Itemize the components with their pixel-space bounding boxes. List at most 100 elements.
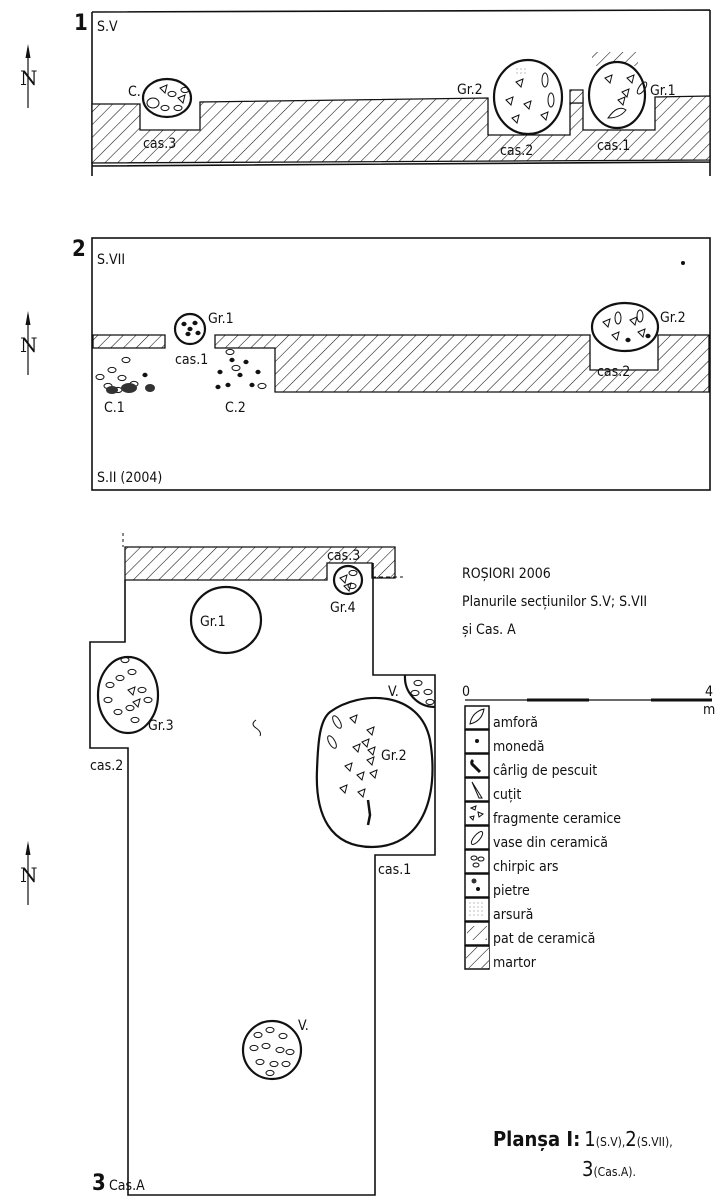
pit-gr4 [332, 564, 364, 596]
feature-c-hearth [141, 77, 193, 119]
pit-gr1 [587, 52, 648, 130]
coin-find [681, 261, 685, 265]
svg-text:C.2: C.2 [225, 400, 246, 416]
hearth-c2 [215, 348, 267, 390]
svg-text:0: 0 [462, 684, 470, 700]
svg-text:cas.2: cas.2 [90, 758, 123, 774]
svg-text:cas.2: cas.2 [500, 143, 533, 159]
svg-text:N: N [20, 863, 38, 887]
site-info: ROȘIORI 2006 Planurile secțiunilor S.V; … [462, 566, 647, 638]
ceramic-bed [592, 52, 638, 66]
svg-text:Gr.2: Gr.2 [660, 310, 686, 326]
svg-text:Planurile secțiunilor S.V; S: Planurile secțiunilor S.V; S.VII [462, 594, 647, 610]
ceramic-vessels-icon [464, 825, 490, 850]
svg-text:3(Cas.A).: 3(Cas.A). [582, 1157, 636, 1181]
svg-text:C.: C. [128, 84, 141, 100]
legend-item: cârlig de pescuit [464, 753, 597, 779]
house-outline [89, 563, 436, 1196]
svg-text:Planșa I:1(S.V),2(S.VII),: Planșa I:1(S.V),2(S.VII), [493, 1127, 673, 1151]
panel-3-cas-a: cas.3 Gr.4 Gr.1 Gr.3 cas.2 V. [89, 533, 436, 1196]
panel-1-section-sv: 1 S.V C. cas.3 Gr.2 cas.2 [74, 9, 711, 176]
svg-text:Gr.1: Gr.1 [208, 311, 234, 327]
legend-item: cuțit [464, 777, 521, 803]
svg-text:cas.3: cas.3 [327, 548, 360, 564]
svg-text:S.VII: S.VII [97, 252, 125, 268]
pit-gr1 [173, 312, 207, 346]
knife-icon [464, 777, 490, 802]
legend-label: pietre [493, 883, 530, 899]
vessel-v-bottom [241, 1019, 303, 1081]
svg-text:2: 2 [72, 237, 86, 262]
svg-text:cas.1: cas.1 [175, 352, 208, 368]
svg-text:cas.1: cas.1 [378, 862, 411, 878]
hearth-c1 [95, 356, 155, 394]
legend-item: amforă [464, 705, 538, 731]
legend-label: martor [493, 955, 537, 971]
burnt-daub-icon [464, 849, 490, 874]
legend-item: monedă [464, 729, 544, 755]
svg-text:m: m [703, 702, 715, 718]
ceramic-fragments-icon [464, 801, 490, 826]
legend-label: fragmente ceramice [493, 811, 621, 827]
svg-text:cas.2: cas.2 [597, 364, 630, 380]
legend-item: fragmente ceramice [464, 801, 621, 827]
legend: amforă monedă cârlig de pescuit cuțit fragme… [464, 705, 621, 971]
legend-item: pietre [464, 873, 530, 899]
svg-text:Gr.1: Gr.1 [200, 614, 226, 630]
legend-label: cârlig de pescuit [493, 763, 597, 779]
svg-text:V.: V. [388, 684, 399, 700]
coin-icon [464, 729, 490, 754]
svg-text:Gr.2: Gr.2 [381, 748, 407, 764]
north-arrow-2: N [20, 310, 38, 376]
vessel-v-top [403, 674, 436, 709]
legend-item: arsură [464, 897, 533, 923]
svg-text:și Cas. A: și Cas. A [462, 622, 516, 638]
section-outline [91, 9, 711, 176]
svg-text:Gr.1: Gr.1 [650, 83, 676, 99]
legend-label: pat de ceramică [493, 931, 595, 947]
svg-text:V.: V. [298, 1018, 309, 1034]
legend-label: amforă [493, 715, 538, 731]
scale-bar: 0 4 m [462, 684, 715, 718]
legend-label: cuțit [493, 787, 521, 803]
svg-text:3: 3 [92, 1171, 106, 1196]
legend-item: pat de ceramică [464, 921, 595, 947]
north-arrow-1: N [20, 43, 38, 109]
svg-text:C.1: C.1 [104, 400, 125, 416]
svg-text:ROȘIORI 2006: ROȘIORI 2006 [462, 566, 551, 582]
burnt-area-icon [464, 897, 490, 922]
legend-item: martor [464, 945, 537, 971]
north-arrow-3: N [20, 840, 38, 906]
panel-2-section-svii: 2 S.VII Gr.1 cas.1 C.1 C.2 [72, 237, 711, 491]
svg-text:Gr.3: Gr.3 [148, 718, 174, 734]
pit-gr2 [590, 301, 660, 353]
pit-gr2 [315, 696, 434, 849]
fishing-hook-icon [464, 753, 490, 778]
section-label: S.V [97, 19, 118, 35]
witness-balk-left [92, 334, 166, 349]
svg-text:S.II (2004): S.II (2004) [97, 470, 162, 486]
pit-gr3 [96, 655, 160, 735]
witness-balk-icon [464, 945, 490, 970]
witness-balk-right [214, 334, 710, 393]
stones-icon [464, 873, 490, 898]
legend-item: vase din ceramică [464, 825, 608, 851]
svg-text:N: N [20, 333, 38, 357]
fishing-hook-find [252, 719, 261, 737]
amphora-icon [464, 705, 490, 730]
panel-number: 1 [74, 11, 88, 36]
svg-text:Cas.A: Cas.A [109, 1178, 145, 1194]
plate-caption: Planșa I:1(S.V),2(S.VII), 3(Cas.A). [493, 1127, 673, 1181]
legend-label: monedă [493, 739, 544, 755]
svg-text:cas.3: cas.3 [143, 136, 176, 152]
legend-label: arsură [493, 907, 533, 923]
pit-gr1 [189, 585, 263, 655]
legend-label: vase din ceramică [493, 835, 608, 851]
svg-text:N: N [20, 66, 38, 90]
legend-item: chirpic ars [464, 849, 558, 875]
svg-text:4: 4 [705, 684, 713, 700]
svg-text:Gr.4: Gr.4 [330, 600, 356, 616]
legend-label: chirpic ars [493, 859, 558, 875]
ceramic-bed-icon [464, 921, 490, 946]
